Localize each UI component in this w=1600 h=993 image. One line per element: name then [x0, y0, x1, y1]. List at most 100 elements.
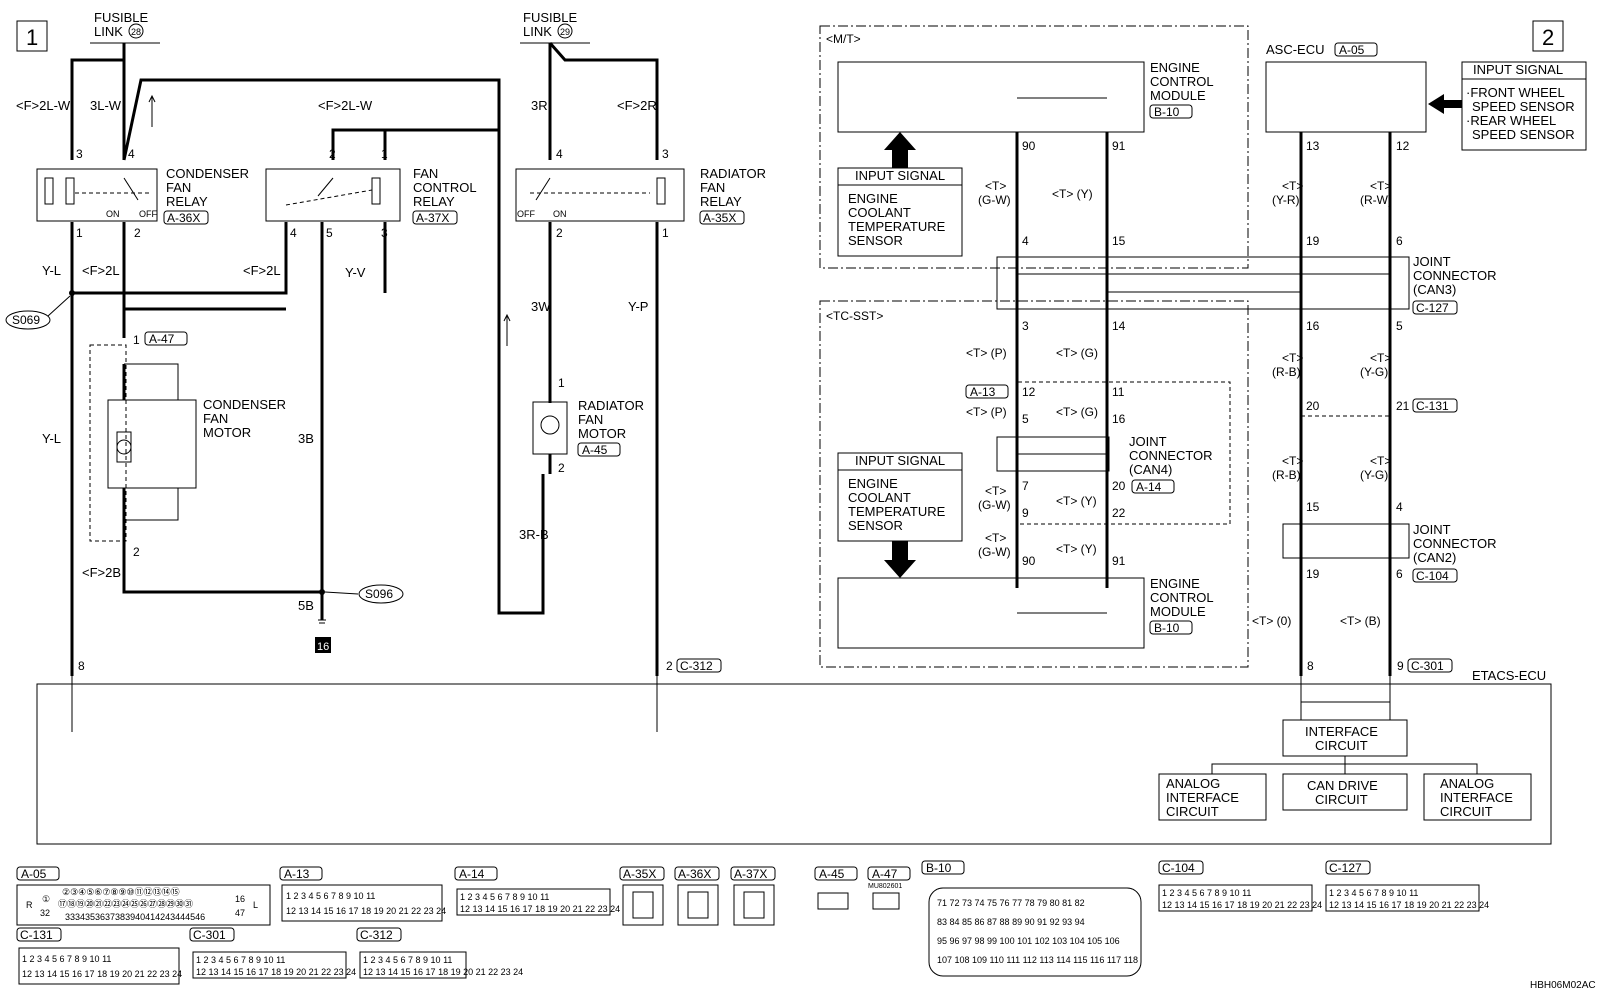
svg-text:6: 6 — [1396, 567, 1403, 581]
svg-text:SPEED SENSOR: SPEED SENSOR — [1472, 127, 1575, 142]
svg-text:(R-B): (R-B) — [1272, 365, 1301, 379]
svg-text:1 2 3 4 5 6 7 8 9 10 11: 1 2 3 4 5 6 7 8 9 10 11 — [22, 954, 111, 964]
svg-text:47: 47 — [235, 908, 245, 918]
svg-text:CONTROL: CONTROL — [413, 180, 477, 195]
svg-text:(Y-R): (Y-R) — [1272, 193, 1300, 207]
svg-text:91: 91 — [1112, 554, 1126, 568]
connector-a14: A-14 1 2 3 4 5 6 7 8 9 10 11 12 13 14 15… — [454, 866, 620, 916]
svg-text:RADIATOR: RADIATOR — [700, 166, 766, 181]
svg-text:INPUT SIGNAL: INPUT SIGNAL — [855, 453, 945, 468]
svg-text:3R-B: 3R-B — [519, 527, 549, 542]
svg-text:C-312: C-312 — [360, 928, 393, 942]
svg-text:A-36X: A-36X — [678, 867, 711, 881]
svg-text:19: 19 — [1306, 567, 1320, 581]
svg-text:RELAY: RELAY — [166, 194, 208, 209]
svg-text:A-14: A-14 — [1136, 480, 1162, 494]
svg-text:12 13 14 15 16 17 18 19 20 21: 12 13 14 15 16 17 18 19 20 21 22 23 24 — [1329, 900, 1489, 910]
svg-text:16: 16 — [1306, 319, 1320, 333]
svg-text:5: 5 — [326, 226, 333, 240]
svg-text:16: 16 — [235, 894, 245, 904]
svg-text:MU802601: MU802601 — [868, 883, 902, 890]
svg-text:B-10: B-10 — [1154, 105, 1180, 119]
svg-text:(R-B): (R-B) — [1272, 468, 1301, 482]
svg-text:29: 29 — [560, 27, 570, 37]
svg-text:CONDENSER: CONDENSER — [166, 166, 249, 181]
svg-text:1: 1 — [381, 147, 388, 161]
connector-a35x: A-35X — [619, 866, 665, 926]
svg-text:SENSOR: SENSOR — [848, 233, 903, 248]
svg-text:LINK: LINK — [523, 24, 552, 39]
svg-text:FAN: FAN — [578, 412, 603, 427]
svg-text:<T> (G): <T> (G) — [1056, 405, 1098, 419]
asc-ecu: ASC-ECU A-05 INPUT SIGNAL ·FRONT WHEEL S… — [1252, 42, 1587, 676]
svg-text:3: 3 — [662, 147, 669, 161]
svg-text:<T>: <T> — [1282, 351, 1303, 365]
connector-a47: A-47 MU802601 — [867, 866, 911, 910]
connector-b10: B-10 71 72 73 74 75 76 77 78 79 80 81 82… — [921, 860, 1142, 977]
svg-text:R: R — [26, 900, 33, 910]
svg-text:<T>: <T> — [1282, 454, 1303, 468]
svg-text:1: 1 — [558, 376, 565, 390]
svg-text:3: 3 — [76, 147, 83, 161]
svg-text:ON: ON — [106, 209, 120, 219]
svg-text:FAN: FAN — [166, 180, 191, 195]
connector-c127: C-127 1 2 3 4 5 6 7 8 9 10 11 12 13 14 1… — [1325, 860, 1489, 912]
svg-text:<T>: <T> — [1282, 179, 1303, 193]
svg-text:MODULE: MODULE — [1150, 604, 1206, 619]
svg-text:C-131: C-131 — [1416, 399, 1449, 413]
svg-text:32: 32 — [40, 908, 50, 918]
svg-text:12: 12 — [1022, 385, 1036, 399]
connector-a37x: A-37X — [730, 866, 776, 926]
svg-text:CONNECTOR: CONNECTOR — [1413, 268, 1497, 283]
svg-text:CAN DRIVE: CAN DRIVE — [1307, 778, 1378, 793]
svg-text:FUSIBLE: FUSIBLE — [94, 10, 149, 25]
svg-text:<T>: <T> — [985, 484, 1006, 498]
svg-text:INPUT SIGNAL: INPUT SIGNAL — [855, 168, 945, 183]
svg-text:OFF: OFF — [517, 209, 535, 219]
svg-text:(G-W): (G-W) — [978, 545, 1011, 559]
svg-text:ANALOG: ANALOG — [1166, 776, 1220, 791]
svg-text:<T> (B): <T> (B) — [1340, 614, 1381, 628]
svg-text:<T> (G): <T> (G) — [1056, 346, 1098, 360]
svg-text:SENSOR: SENSOR — [848, 518, 903, 533]
svg-text:S069: S069 — [12, 313, 40, 327]
svg-text:JOINT: JOINT — [1413, 522, 1451, 537]
connector-c131: C-131 1 2 3 4 5 6 7 8 9 10 11 12 13 14 1… — [16, 927, 182, 985]
connector-a13: A-13 1 2 3 4 5 6 7 8 9 10 11 12 13 14 15… — [279, 866, 446, 922]
left-wiring: 16 — [69, 42, 659, 676]
svg-text:16: 16 — [1112, 412, 1126, 426]
svg-text:1 2 3 4 5 6 7 8 9 10 11: 1 2 3 4 5 6 7 8 9 10 11 — [286, 891, 375, 901]
svg-text:C-301: C-301 — [193, 928, 226, 942]
svg-text:CONNECTOR: CONNECTOR — [1129, 448, 1213, 463]
svg-text:MOTOR: MOTOR — [578, 426, 626, 441]
svg-text:TEMPERATURE: TEMPERATURE — [848, 504, 946, 519]
svg-text:4: 4 — [128, 147, 135, 161]
svg-text:13: 13 — [1306, 139, 1320, 153]
svg-text:CIRCUIT: CIRCUIT — [1315, 792, 1368, 807]
svg-text:ANALOG: ANALOG — [1440, 776, 1494, 791]
svg-text:91: 91 — [1112, 139, 1126, 153]
svg-text:<M/T>: <M/T> — [826, 32, 861, 46]
svg-text:12 13 14 15 16 17 18 19 20 21: 12 13 14 15 16 17 18 19 20 21 22 23 24 — [196, 967, 356, 977]
svg-text:4: 4 — [556, 147, 563, 161]
svg-text:CONNECTOR: CONNECTOR — [1413, 536, 1497, 551]
connector-a45: A-45 — [814, 866, 858, 910]
svg-text:MOTOR: MOTOR — [203, 425, 251, 440]
svg-text:12 13 14 15 16 17 18 19 20 21: 12 13 14 15 16 17 18 19 20 21 22 23 24 — [1162, 900, 1322, 910]
svg-text:<T>: <T> — [985, 531, 1006, 545]
svg-text:FAN: FAN — [203, 411, 228, 426]
svg-text:CIRCUIT: CIRCUIT — [1315, 738, 1368, 753]
svg-text:(CAN3): (CAN3) — [1413, 282, 1456, 297]
svg-text:B-10: B-10 — [1154, 621, 1180, 635]
connector-legend: A-05 R ① 32 ②③④⑤⑥⑦⑧⑨⑩⑪⑫⑬⑭⑮ ⑰⑱⑲⑳㉑㉒㉓㉔㉕㉖㉗㉘㉙… — [16, 860, 1489, 985]
svg-text:FAN: FAN — [700, 180, 725, 195]
section-label-2: 2 — [1532, 20, 1564, 52]
svg-text:6: 6 — [1396, 234, 1403, 248]
svg-text:12 13 14 15 16 17 18 19 20 21: 12 13 14 15 16 17 18 19 20 21 22 23 24 — [363, 967, 523, 977]
svg-text:5B: 5B — [298, 598, 314, 613]
svg-text:②③④⑤⑥⑦⑧⑨⑩⑪⑫⑬⑭⑮: ②③④⑤⑥⑦⑧⑨⑩⑪⑫⑬⑭⑮ — [62, 887, 180, 897]
svg-text:3B: 3B — [298, 431, 314, 446]
svg-text:9: 9 — [1022, 506, 1029, 520]
svg-text:C-312: C-312 — [680, 659, 713, 673]
